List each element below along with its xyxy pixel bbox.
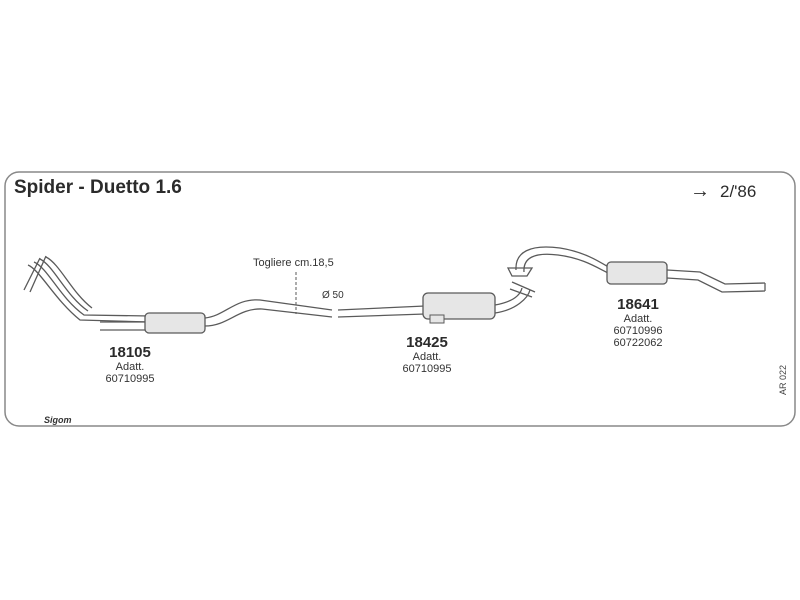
adapt-label: Adatt. — [412, 351, 442, 363]
front-pipe-18105 — [100, 321, 145, 331]
tail-pipe — [666, 269, 766, 293]
right-arrow-icon: → — [690, 180, 710, 202]
adapt-code: 60722062 — [613, 337, 663, 349]
diameter-label: Ø 50 — [322, 290, 344, 301]
sigom-logo-icon: Sigom — [44, 415, 72, 425]
part-label-18641: 18641 Adatt. 60710996 60722062 — [593, 296, 683, 349]
adapt-code: 60710995 — [105, 373, 155, 385]
part-code: 18425 — [406, 334, 448, 351]
muffler-18105 — [144, 312, 206, 334]
adapt-label: Adatt. — [623, 313, 653, 325]
muffler-18425 — [422, 292, 496, 320]
intermediate-pipe — [204, 299, 333, 327]
mid-pipe — [337, 305, 426, 318]
part-code: 18105 — [109, 344, 151, 361]
adapt-code: 60710995 — [402, 363, 452, 375]
part-label-18425: 18425 Adatt. 60710995 — [382, 334, 472, 375]
rear-pipe — [494, 246, 611, 314]
diagram-title: Spider - Duetto 1.6 — [14, 177, 182, 198]
part-label-18105: 18105 Adatt. 60710995 — [85, 344, 175, 385]
adapt-label: Adatt. — [115, 361, 145, 373]
date-range: 2/'86 — [720, 182, 757, 201]
panel-frame — [4, 171, 796, 427]
muffler-18641 — [606, 261, 668, 285]
exhaust-manifold — [23, 255, 151, 323]
adapt-code: 60710996 — [613, 325, 663, 337]
cut-note: Togliere cm.18,5 — [253, 257, 334, 269]
diagram-reference: AR 022 — [778, 364, 788, 395]
part-code: 18641 — [617, 296, 659, 313]
muffler-18425-outlet — [429, 314, 445, 324]
